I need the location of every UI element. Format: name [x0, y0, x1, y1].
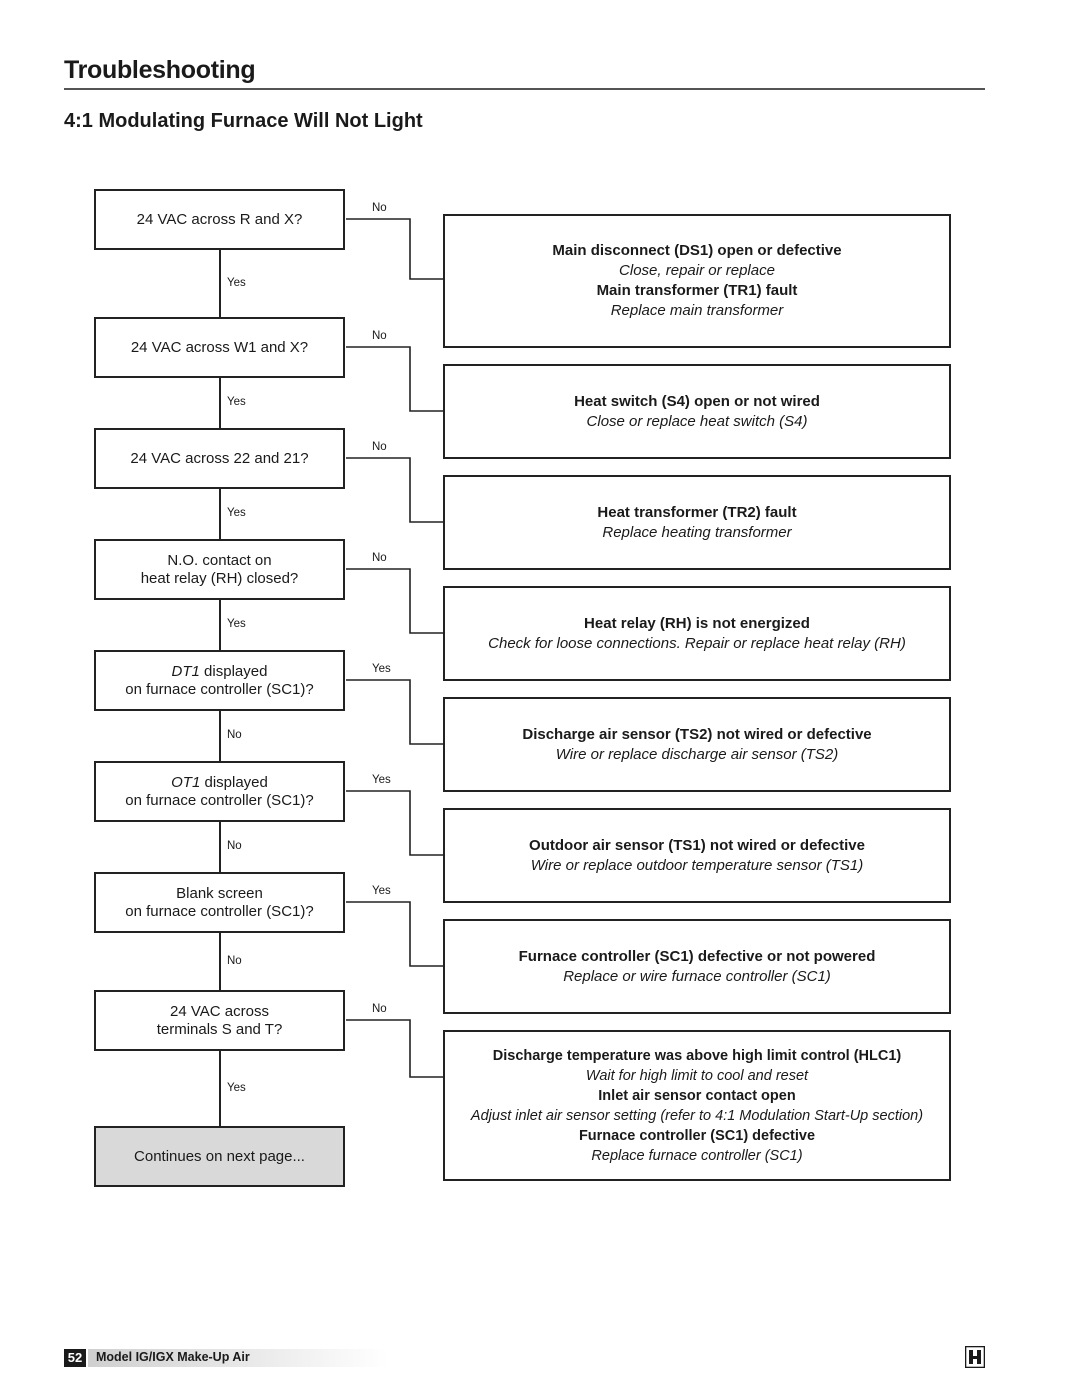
answer-remedy: Adjust inlet air sensor setting (refer t…	[470, 1107, 924, 1124]
question-line: OT1 displayed	[171, 774, 268, 792]
flow-connector	[219, 600, 221, 650]
branch-label: No	[372, 202, 387, 214]
answer-cause: Heat switch (S4) open or not wired	[574, 392, 820, 410]
branch-connector	[346, 1019, 443, 1078]
question-line: 24 VAC across	[170, 1002, 269, 1020]
answer-remedy: Close, repair or replace	[619, 262, 775, 279]
footer-model-text: Model IG/IGX Make-Up Air	[96, 1350, 250, 1364]
answer-cause: Main disconnect (DS1) open or defective	[552, 242, 842, 259]
answer-remedy: Replace furnace controller (SC1)	[591, 1147, 803, 1164]
branch-label: No	[372, 441, 387, 453]
next-label: Yes	[227, 276, 246, 289]
question-text: displayed	[199, 662, 268, 680]
question-box: 24 VAC across W1 and X?	[94, 317, 345, 378]
answer-remedy: Replace main transformer	[610, 302, 784, 319]
branch-label: Yes	[372, 663, 391, 675]
answer-cause: Main transformer (TR1) fault	[596, 282, 798, 299]
question-line: N.O. contact on	[167, 551, 272, 569]
page-title: Troubleshooting	[64, 56, 256, 84]
answer-cause: Heat transformer (TR2) fault	[597, 503, 797, 521]
answer-remedy: Replace heating transformer	[602, 523, 792, 541]
answer-cause: Furnace controller (SC1) defective or no…	[518, 947, 876, 965]
answer-box: Discharge temperature was above high lim…	[443, 1030, 951, 1181]
branch-connector	[346, 679, 443, 745]
branch-connector	[346, 346, 443, 412]
question-box: 24 VAC across 22 and 21?	[94, 428, 345, 489]
title-rule	[64, 88, 985, 90]
answer-cause: Discharge air sensor (TS2) not wired or …	[522, 725, 872, 743]
branch-connector	[346, 568, 443, 634]
next-label: Yes	[227, 507, 246, 519]
flow-connector	[219, 250, 221, 317]
next-label: Yes	[227, 396, 246, 408]
question-italic-code: DT1	[171, 662, 200, 680]
question-line: on furnace controller (SC1)?	[125, 680, 314, 698]
answer-cause: Furnace controller (SC1) defective	[578, 1127, 816, 1144]
next-label: No	[227, 729, 242, 741]
branch-label: Yes	[372, 774, 391, 786]
answer-remedy: Check for loose connections. Repair or r…	[488, 634, 906, 652]
continues-next-page-box: Continues on next page...	[94, 1126, 345, 1187]
answer-cause: Heat relay (RH) is not energized	[584, 614, 810, 632]
branch-label: No	[372, 330, 387, 342]
answer-remedy: Wait for high limit to cool and reset	[585, 1067, 809, 1084]
answer-box: Furnace controller (SC1) defective or no…	[443, 919, 951, 1014]
answer-remedy: Close or replace heat switch (S4)	[586, 412, 808, 430]
answer-cause: Outdoor air sensor (TS1) not wired or de…	[529, 836, 865, 854]
question-line: 24 VAC across R and X?	[136, 210, 303, 228]
branch-label: No	[372, 552, 387, 564]
branch-connector	[346, 218, 443, 280]
branch-connector	[346, 790, 443, 856]
flow-connector	[219, 1051, 221, 1126]
branch-connector	[346, 901, 443, 967]
next-label: Yes	[227, 1081, 246, 1094]
flow-connector	[219, 378, 221, 428]
answer-remedy: Replace or wire furnace controller (SC1)	[563, 967, 831, 985]
brand-logo-icon	[965, 1346, 985, 1368]
question-line: 24 VAC across W1 and X?	[130, 338, 309, 356]
branch-label: No	[372, 1003, 387, 1015]
section-title: 4:1 Modulating Furnace Will Not Light	[64, 110, 423, 132]
answer-remedy: Wire or replace discharge air sensor (TS…	[555, 745, 839, 763]
answer-box: Discharge air sensor (TS2) not wired or …	[443, 697, 951, 792]
answer-remedy: Wire or replace outdoor temperature sens…	[530, 856, 864, 874]
next-label: No	[227, 840, 242, 852]
flow-connector	[219, 489, 221, 539]
footer-bar	[88, 1349, 388, 1367]
question-line: 24 VAC across 22 and 21?	[130, 449, 309, 467]
flow-connector	[219, 933, 221, 990]
next-label: Yes	[227, 618, 246, 630]
answer-box: Outdoor air sensor (TS1) not wired or de…	[443, 808, 951, 903]
next-label: No	[227, 954, 242, 967]
answer-cause: Inlet air sensor contact open	[598, 1087, 796, 1104]
answer-cause: Discharge temperature was above high lim…	[492, 1047, 902, 1064]
question-line: on furnace controller (SC1)?	[125, 902, 314, 920]
question-line: heat relay (RH) closed?	[140, 569, 299, 587]
flow-connector	[219, 822, 221, 872]
question-line: on furnace controller (SC1)?	[125, 791, 314, 809]
question-italic-code: OT1	[171, 773, 201, 791]
question-line: Blank screen	[176, 884, 263, 902]
question-text: displayed	[200, 773, 268, 791]
question-line: DT1 displayed	[172, 663, 268, 681]
branch-label: Yes	[372, 885, 391, 897]
page-number: 52	[64, 1349, 86, 1367]
branch-connector	[346, 457, 443, 523]
flow-connector	[219, 711, 221, 761]
question-box: 24 VAC across R and X?	[94, 189, 345, 250]
question-line: terminals S and T?	[156, 1020, 283, 1038]
